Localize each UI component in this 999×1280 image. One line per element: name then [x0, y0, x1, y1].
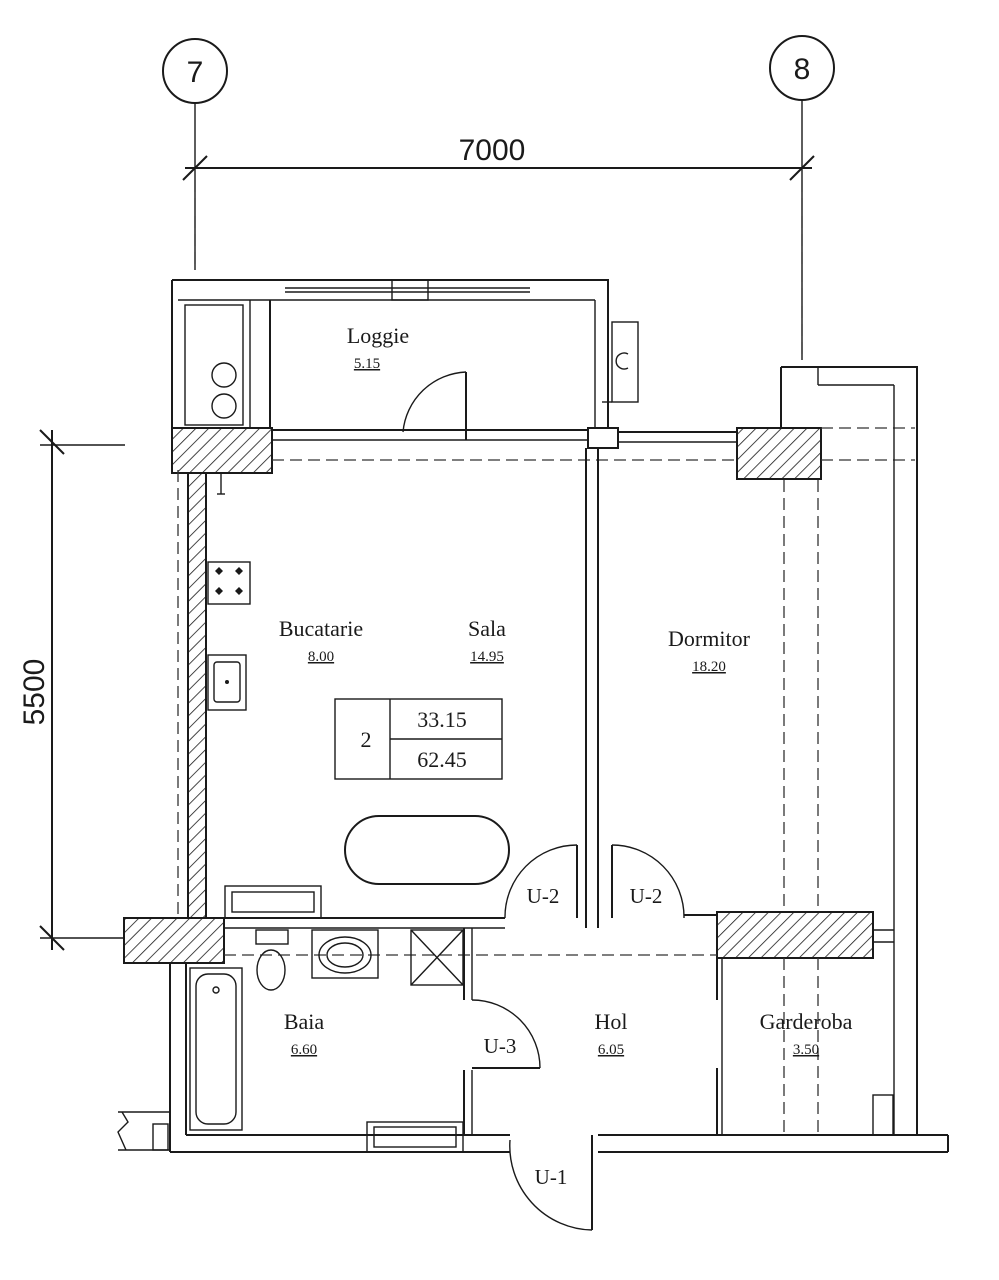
room-baia: Baia 6.60 [284, 1009, 325, 1058]
door-u2-right[interactable]: U-2 [611, 844, 685, 919]
unit-total-area: 62.45 [417, 747, 467, 772]
room-baia-name: Baia [284, 1009, 325, 1034]
room-baia-area: 6.60 [291, 1042, 317, 1058]
door-u2-left[interactable]: U-2 [504, 844, 578, 919]
room-bucatarie: Bucatarie 8.00 [279, 616, 363, 665]
column-mid-left [123, 917, 225, 964]
loggia-walls [171, 279, 639, 428]
kitchen-sink-icon [207, 654, 247, 711]
door-u1[interactable]: U-1 [509, 1135, 593, 1231]
room-loggie: Loggie 5.15 [347, 323, 409, 372]
grid-axis-7-label: 7 [187, 56, 204, 89]
grid-axis-7: 7 [162, 38, 228, 270]
unit-summary-box: 2 33.15 62.45 [334, 698, 503, 780]
room-dormitor: Dormitor 18.20 [668, 626, 751, 675]
dining-table [344, 815, 510, 885]
door-u3[interactable]: U-3 [471, 999, 541, 1069]
unit-living-area: 33.15 [417, 707, 467, 732]
room-sala-name: Sala [468, 616, 506, 641]
unit-room-count: 2 [361, 727, 372, 752]
dimension-horizontal-label: 7000 [459, 134, 526, 167]
radiator-bath [366, 1121, 464, 1153]
room-hol-area: 6.05 [598, 1042, 624, 1058]
grid-axis-8-label: 8 [794, 53, 811, 86]
stove-icon [207, 561, 251, 605]
ventilation-shaft-icon [410, 929, 464, 986]
room-sala-area: 14.95 [470, 649, 504, 665]
dimension-vertical: 5500 [18, 429, 125, 951]
toilet-icon [255, 929, 289, 991]
loggia-door[interactable] [402, 371, 467, 440]
room-garderoba: Garderoba 3.50 [760, 1009, 853, 1058]
room-hol: Hol 6.05 [595, 1009, 628, 1058]
column-mid-right [716, 911, 874, 959]
door-u3-label: U-3 [484, 1034, 517, 1058]
room-dormitor-name: Dormitor [668, 626, 751, 651]
room-bucatarie-name: Bucatarie [279, 616, 363, 641]
column-top-right [736, 427, 822, 480]
wall-pipe-icon [217, 473, 225, 495]
main-walls [117, 366, 949, 1153]
room-garderoba-area: 3.50 [793, 1042, 819, 1058]
room-dormitor-area: 18.20 [692, 659, 726, 675]
door-u2-right-label: U-2 [630, 884, 663, 908]
bathtub-icon [189, 967, 243, 1131]
radiator-living [224, 885, 322, 919]
door-u1-label: U-1 [535, 1165, 568, 1189]
door-u2-left-label: U-2 [527, 884, 560, 908]
grid-axis-8: 8 [769, 35, 835, 360]
room-bucatarie-area: 8.00 [308, 649, 334, 665]
washbasin-icon [311, 929, 379, 979]
room-hol-name: Hol [595, 1009, 628, 1034]
dimension-vertical-label: 5500 [18, 659, 51, 726]
room-garderoba-name: Garderoba [760, 1009, 853, 1034]
room-loggie-name: Loggie [347, 323, 409, 348]
column-top-left [171, 427, 273, 474]
dimension-horizontal: 7000 [182, 134, 815, 181]
room-sala: Sala 14.95 [468, 616, 506, 665]
room-loggie-area: 5.15 [354, 356, 380, 372]
